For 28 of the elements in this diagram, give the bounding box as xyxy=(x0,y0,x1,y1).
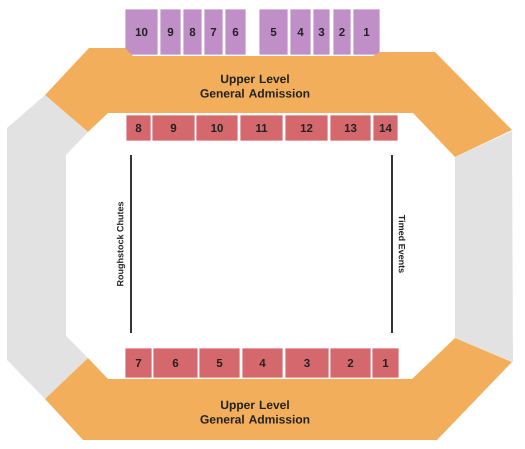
seating-section: 9 xyxy=(152,114,196,142)
seating-section: 7 xyxy=(204,8,224,56)
seating-area xyxy=(455,131,513,362)
seating-section: 5 xyxy=(258,8,288,56)
seating-section: 10 xyxy=(124,8,158,56)
seating-section: 3 xyxy=(312,8,330,56)
seating-section: 6 xyxy=(224,8,246,56)
seating-section: 4 xyxy=(290,8,312,56)
seating-section: 5 xyxy=(198,348,240,378)
seating-section: 6 xyxy=(152,348,198,378)
seating-section: 2 xyxy=(330,348,372,378)
seating-area xyxy=(7,95,88,399)
seating-section: 12 xyxy=(284,114,328,142)
seating-section: 8 xyxy=(182,8,202,56)
seating-section: 13 xyxy=(330,114,372,142)
area-label: Timed Events xyxy=(398,214,406,273)
seating-section: 8 xyxy=(126,114,152,142)
seating-section: 2 xyxy=(332,8,352,56)
seating-section: 1 xyxy=(352,8,380,56)
seating-section: 10 xyxy=(196,114,238,142)
seating-section: 11 xyxy=(240,114,284,142)
seating-section: 14 xyxy=(372,114,398,142)
seating-section: 9 xyxy=(160,8,182,56)
seating-section: 3 xyxy=(284,348,330,378)
seating-section: 4 xyxy=(242,348,284,378)
seating-section: 1 xyxy=(372,348,400,378)
area-label: Roughstock Chutes xyxy=(116,202,126,286)
seating-section: 7 xyxy=(124,348,152,378)
